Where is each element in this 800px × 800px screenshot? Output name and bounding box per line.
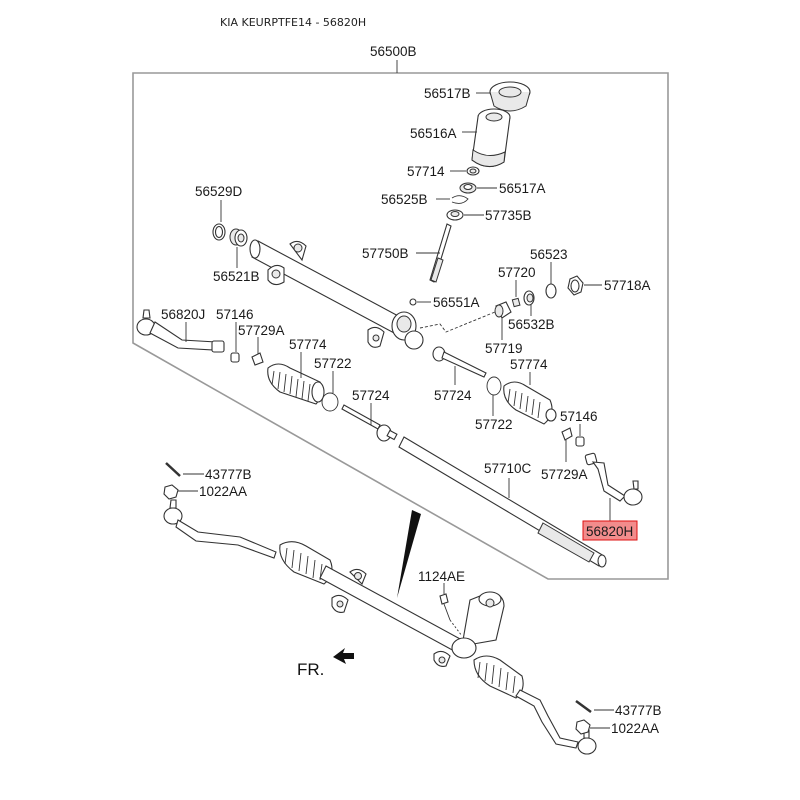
part-56551A-ring[interactable] [409, 298, 417, 306]
part-56529D-ring[interactable] [212, 223, 226, 241]
part-1022AA-top-nut[interactable] [163, 484, 179, 500]
part-57724-right-inner-rod[interactable] [432, 346, 487, 378]
front-marker-label: FR. [297, 660, 324, 679]
part-57719-yoke[interactable] [494, 301, 512, 319]
label-57718A[interactable]: 57718A [604, 278, 651, 293]
part-rack-housing[interactable] [249, 239, 424, 350]
part-56517B-cap[interactable] [489, 81, 531, 112]
label-57146-right[interactable]: 57146 [560, 409, 598, 424]
label-56517A[interactable]: 56517A [499, 181, 546, 196]
label-56523[interactable]: 56523 [530, 247, 568, 262]
label-56516A[interactable]: 56516A [410, 126, 457, 141]
part-57718A-locknut[interactable] [567, 275, 584, 296]
label-56551A[interactable]: 56551A [433, 295, 480, 310]
part-57774-left-boot[interactable] [267, 363, 325, 405]
part-56516A-housing[interactable] [471, 108, 511, 168]
part-57146-left-nut[interactable] [230, 352, 240, 363]
assembled-rack-housing [279, 541, 524, 699]
assembled-right-tie-rod [515, 689, 597, 755]
label-56532B[interactable]: 56532B [508, 317, 555, 332]
label-1022AA-top[interactable]: 1022AA [199, 484, 247, 499]
assembly-outline [132, 72, 669, 580]
part-57774-right-boot[interactable] [503, 381, 557, 425]
assembly-label: 56500B [370, 44, 417, 59]
label-57710C[interactable]: 57710C [484, 461, 532, 476]
label-57774-right[interactable]: 57774 [510, 357, 548, 372]
part-57146-right-nut[interactable] [575, 436, 585, 447]
label-57724-right[interactable]: 57724 [434, 388, 472, 403]
label-43777B-top[interactable]: 43777B [205, 467, 252, 482]
label-57729A-left[interactable]: 57729A [238, 323, 285, 338]
part-56820J-tie-rod-end[interactable] [136, 309, 225, 353]
label-57724-left[interactable]: 57724 [352, 388, 390, 403]
label-57720[interactable]: 57720 [498, 265, 536, 280]
part-1022AA-bottom-nut[interactable] [575, 719, 591, 735]
part-57735B-seal[interactable] [446, 209, 464, 221]
label-1022AA-bottom[interactable]: 1022AA [611, 721, 659, 736]
label-57719[interactable]: 57719 [485, 341, 523, 356]
part-57729A-left-clamp[interactable] [251, 352, 264, 366]
label-56521B[interactable]: 56521B [213, 269, 260, 284]
label-57735B[interactable]: 57735B [485, 208, 532, 223]
label-43777B-bottom[interactable]: 43777B [615, 703, 662, 718]
part-43777B-top-cotter-pin[interactable] [165, 462, 181, 477]
part-56517A-seal[interactable] [459, 182, 477, 194]
label-56820H[interactable]: 56820H [586, 524, 633, 539]
part-57724-left-inner-rod[interactable] [341, 404, 398, 442]
label-56820J[interactable]: 56820J [161, 307, 205, 322]
label-57714[interactable]: 57714 [407, 164, 445, 179]
part-56820H-tie-rod-end[interactable] [584, 452, 643, 506]
part-57710C-rack-bar[interactable] [398, 436, 607, 568]
assembled-left-tie-rod [163, 499, 277, 559]
part-56523-ring[interactable] [545, 283, 557, 299]
pointer-arrow [397, 510, 421, 598]
part-57714-bearing[interactable] [466, 166, 480, 176]
label-56529D[interactable]: 56529D [195, 184, 243, 199]
label-57722-left[interactable]: 57722 [314, 356, 352, 371]
part-57729A-right-clamp[interactable] [561, 427, 573, 441]
part-57722-right-clamp[interactable] [486, 376, 502, 396]
part-57722-left-clamp[interactable] [321, 392, 339, 412]
part-57720-spring[interactable] [511, 297, 521, 308]
label-57722-right[interactable]: 57722 [475, 417, 513, 432]
label-57750B[interactable]: 57750B [362, 246, 409, 261]
part-1124AE-bolt[interactable] [439, 593, 451, 621]
label-56525B[interactable]: 56525B [381, 192, 428, 207]
highlight-56820H [582, 520, 638, 541]
label-57146-left[interactable]: 57146 [216, 307, 254, 322]
label-57729A-right[interactable]: 57729A [541, 467, 588, 482]
front-arrow-icon [333, 648, 354, 664]
label-57774-left[interactable]: 57774 [289, 337, 327, 352]
part-56525B-snap-ring[interactable] [451, 195, 469, 204]
diagram-title: KIA KEURPTFE14 - 56820H [220, 16, 367, 29]
part-43777B-bottom-cotter-pin[interactable] [575, 699, 592, 714]
part-56521B-bushing[interactable] [229, 228, 248, 247]
label-56517B[interactable]: 56517B [424, 86, 471, 101]
part-56532B-plug[interactable] [523, 290, 535, 306]
part-57750B-pinion[interactable] [429, 223, 452, 283]
label-1124AE[interactable]: 1124AE [418, 569, 465, 584]
